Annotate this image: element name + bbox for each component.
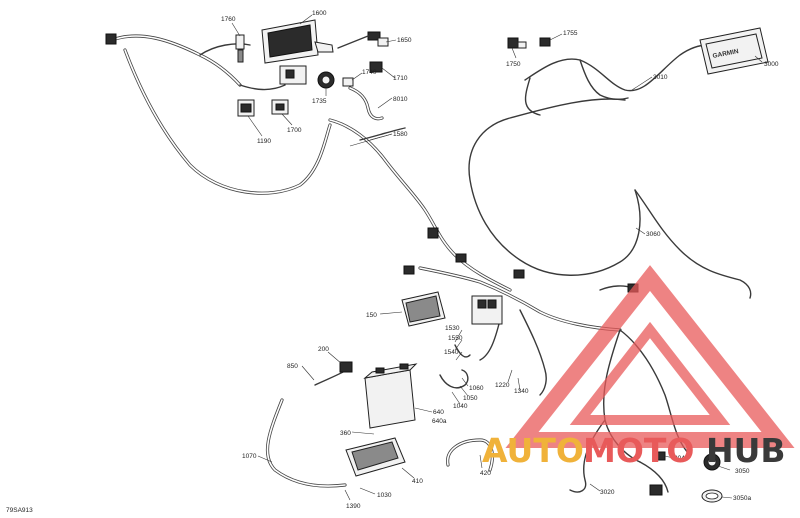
power-socket-3050	[703, 453, 721, 471]
callout-850: 850	[287, 363, 298, 370]
connector-top-left	[105, 33, 117, 45]
callout-1070: 1070	[242, 453, 257, 460]
callout-3050: 3050	[735, 468, 750, 475]
callout-3000: 3000	[764, 61, 779, 68]
battery-tray	[345, 437, 406, 477]
figure-code: 79SA913	[6, 507, 33, 514]
callout-3020: 3020	[600, 489, 615, 496]
watermark-text: AUTO MOTO HUB	[482, 431, 786, 470]
callout-1390: 1390	[346, 503, 361, 510]
ring-3050a	[701, 489, 723, 503]
watermark-logo: AUTO MOTO HUB	[482, 265, 795, 470]
sensor-8010	[348, 86, 384, 121]
callout-3040: 3040	[674, 455, 689, 462]
callout-1540: 1540	[444, 349, 459, 356]
callout-1580: 1580	[393, 131, 408, 138]
connector-3020	[649, 484, 663, 496]
callout-1710: 1710	[393, 75, 408, 82]
callout-1530: 1530	[445, 325, 460, 332]
callout-1760: 1760	[221, 16, 236, 23]
callout-3060: 3060	[646, 231, 661, 238]
battery	[363, 363, 418, 429]
battery-strap	[446, 438, 494, 472]
watermark-moto: MOTO	[583, 431, 694, 470]
callout-1550: 1550	[448, 335, 463, 342]
leader-lines	[231, 14, 763, 501]
callout-1650: 1650	[397, 37, 412, 44]
callout-1340: 1340	[514, 388, 529, 395]
connector-1755	[539, 37, 551, 47]
connector-1750	[507, 37, 527, 49]
gauge-cluster	[261, 19, 334, 64]
callout-200: 200	[318, 346, 329, 353]
watermark-hub: HUB	[706, 431, 786, 470]
switch-1735	[317, 71, 335, 89]
callout-1030: 1030	[377, 492, 392, 499]
callout-labels: 1760 1600 1650 1740 1710 1735 8010 1190 …	[221, 10, 779, 510]
battery-cables	[265, 344, 471, 488]
connector-1650	[337, 31, 389, 49]
fuse-box	[471, 295, 503, 325]
callout-640a: 640a	[432, 418, 447, 425]
callout-3010: 3010	[653, 74, 668, 81]
callout-1755: 1755	[563, 30, 578, 37]
callout-1220: 1220	[495, 382, 510, 389]
gps-unit: GARMIN	[699, 27, 769, 75]
sensor-200	[339, 361, 353, 373]
callout-1750: 1750	[506, 61, 521, 68]
switch-assembly	[237, 65, 307, 117]
callout-1735: 1735	[312, 98, 327, 105]
callout-640: 640	[433, 409, 444, 416]
callout-1700: 1700	[287, 127, 302, 134]
callout-1600: 1600	[312, 10, 327, 17]
watermark-auto: AUTO	[482, 431, 584, 470]
connector-1760	[235, 34, 245, 63]
callout-1040: 1040	[453, 403, 468, 410]
callout-1190: 1190	[257, 138, 271, 145]
gps-harness	[468, 44, 752, 299]
callout-3050a: 3050a	[733, 495, 751, 502]
callout-1060: 1060	[469, 385, 484, 392]
callout-1740: 1740	[362, 69, 377, 76]
callout-420: 420	[480, 470, 491, 477]
callout-8010: 8010	[393, 96, 408, 103]
callout-360: 360	[340, 430, 351, 437]
callout-1050: 1050	[463, 395, 478, 402]
connector-1740	[342, 77, 354, 87]
gps-brand-label: GARMIN	[712, 48, 740, 60]
voltage-regulator-150	[401, 291, 446, 327]
callout-150: 150	[366, 312, 377, 319]
connector-1710	[369, 61, 383, 73]
callout-410: 410	[412, 478, 423, 485]
